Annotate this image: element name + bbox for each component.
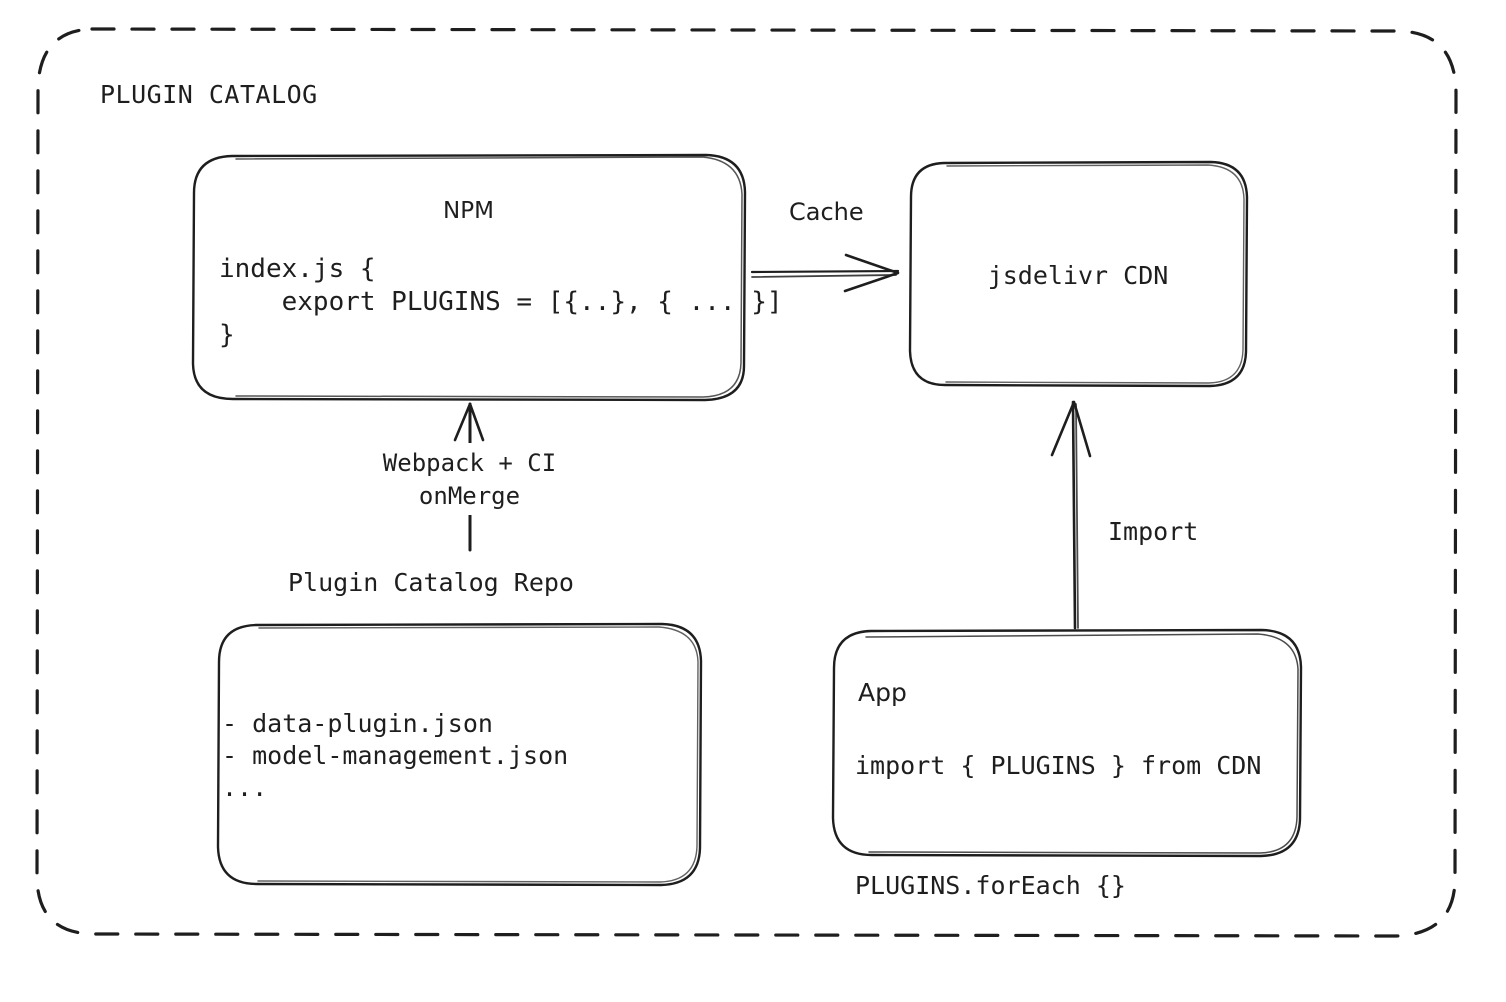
edge-label-build: Webpack + CI onMerge bbox=[382, 449, 557, 510]
node-repo-title: Plugin Catalog Repo bbox=[288, 568, 574, 597]
edge-label-import: Import bbox=[1108, 517, 1199, 546]
node-repo-list: - data-plugin.json - model-management.js… bbox=[222, 709, 569, 802]
node-cdn-title: jsdelivr CDN bbox=[987, 261, 1169, 290]
node-npm-title: NPM bbox=[443, 198, 494, 224]
node-npm-code: index.js { export PLUGINS = [{..}, { ...… bbox=[219, 254, 783, 350]
edge-label-cache: Cache bbox=[789, 198, 864, 226]
node-app-title: App bbox=[858, 678, 907, 707]
group-title: PLUGIN CATALOG bbox=[100, 80, 318, 109]
edge-import-arrow bbox=[1050, 400, 1092, 630]
node-app-code: import { PLUGINS } from CDN PLUGINS.forE… bbox=[855, 751, 1262, 900]
